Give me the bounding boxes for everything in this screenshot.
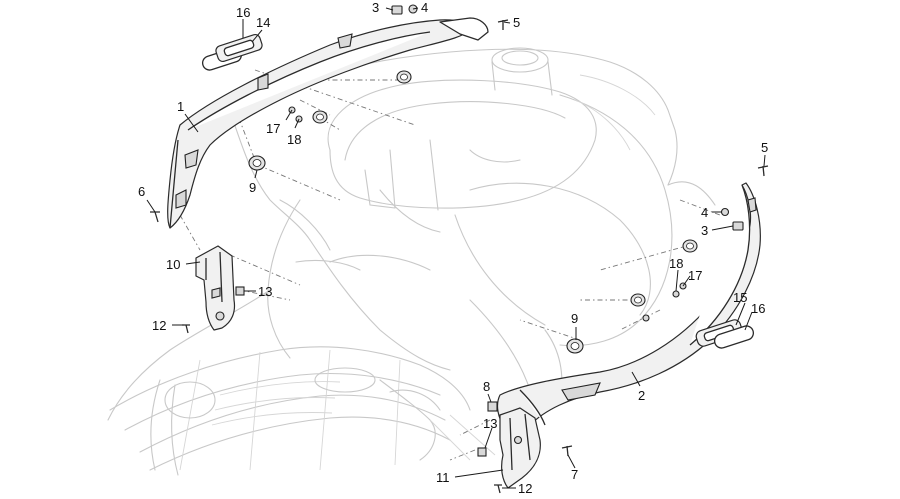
- callout-2: 2: [638, 388, 645, 403]
- assembly-axes: [179, 69, 741, 461]
- callout-16-right: 16: [751, 301, 765, 316]
- callout-17-upper: 17: [266, 121, 280, 136]
- callout-labels: 16 14 3 4 5 1 17 18 9 6 10 13 12 5 4 3 1…: [138, 0, 768, 496]
- grommet-right-1: [682, 239, 698, 253]
- callout-7: 7: [571, 467, 578, 482]
- callout-8: 8: [483, 379, 490, 394]
- grommet-mid-2: [312, 110, 328, 124]
- callout-15: 15: [733, 290, 747, 305]
- grommet-lower-right: [566, 338, 584, 354]
- callout-14: 14: [256, 15, 270, 30]
- callout-3-upper: 3: [372, 0, 379, 15]
- callout-13-left: 13: [258, 284, 272, 299]
- callout-5-upper: 5: [513, 15, 520, 30]
- scooter-body-outline: [107, 47, 716, 476]
- callout-4-right: 4: [701, 205, 708, 220]
- callout-18-right: 18: [669, 256, 683, 271]
- leader-lines: [146, 7, 766, 489]
- callout-12-left: 12: [152, 318, 166, 333]
- bracket-part-10: [195, 245, 236, 331]
- fasteners: [150, 4, 769, 494]
- callout-5-right: 5: [761, 140, 768, 155]
- left-cowl-trim-part-1: [167, 17, 489, 229]
- callout-4-upper: 4: [421, 0, 428, 15]
- bracket-part-11: [499, 407, 541, 489]
- callout-17-right: 17: [688, 268, 702, 283]
- callout-18-upper: 18: [287, 132, 301, 147]
- badge-holder-right-15: [695, 319, 743, 347]
- callout-16-upper: 16: [236, 5, 250, 20]
- badge-holder-upper-left-14: [215, 33, 263, 63]
- callout-12-lower: 12: [518, 481, 532, 496]
- callout-9-upper: 9: [249, 180, 256, 195]
- right-side-trim-part-2: [496, 182, 761, 447]
- callout-1: 1: [177, 99, 184, 114]
- callout-6: 6: [138, 184, 145, 199]
- callout-13-lower: 13: [483, 416, 497, 431]
- callout-10: 10: [166, 257, 180, 272]
- callout-11: 11: [436, 470, 450, 485]
- callout-3-right: 3: [701, 223, 708, 238]
- grommet-right-2: [630, 293, 646, 307]
- grommet-upper-left: [248, 155, 266, 171]
- callout-9-right: 9: [571, 311, 578, 326]
- grommet-mid-1: [396, 70, 412, 84]
- grommets: [248, 70, 698, 354]
- badge-right-16: [713, 325, 755, 349]
